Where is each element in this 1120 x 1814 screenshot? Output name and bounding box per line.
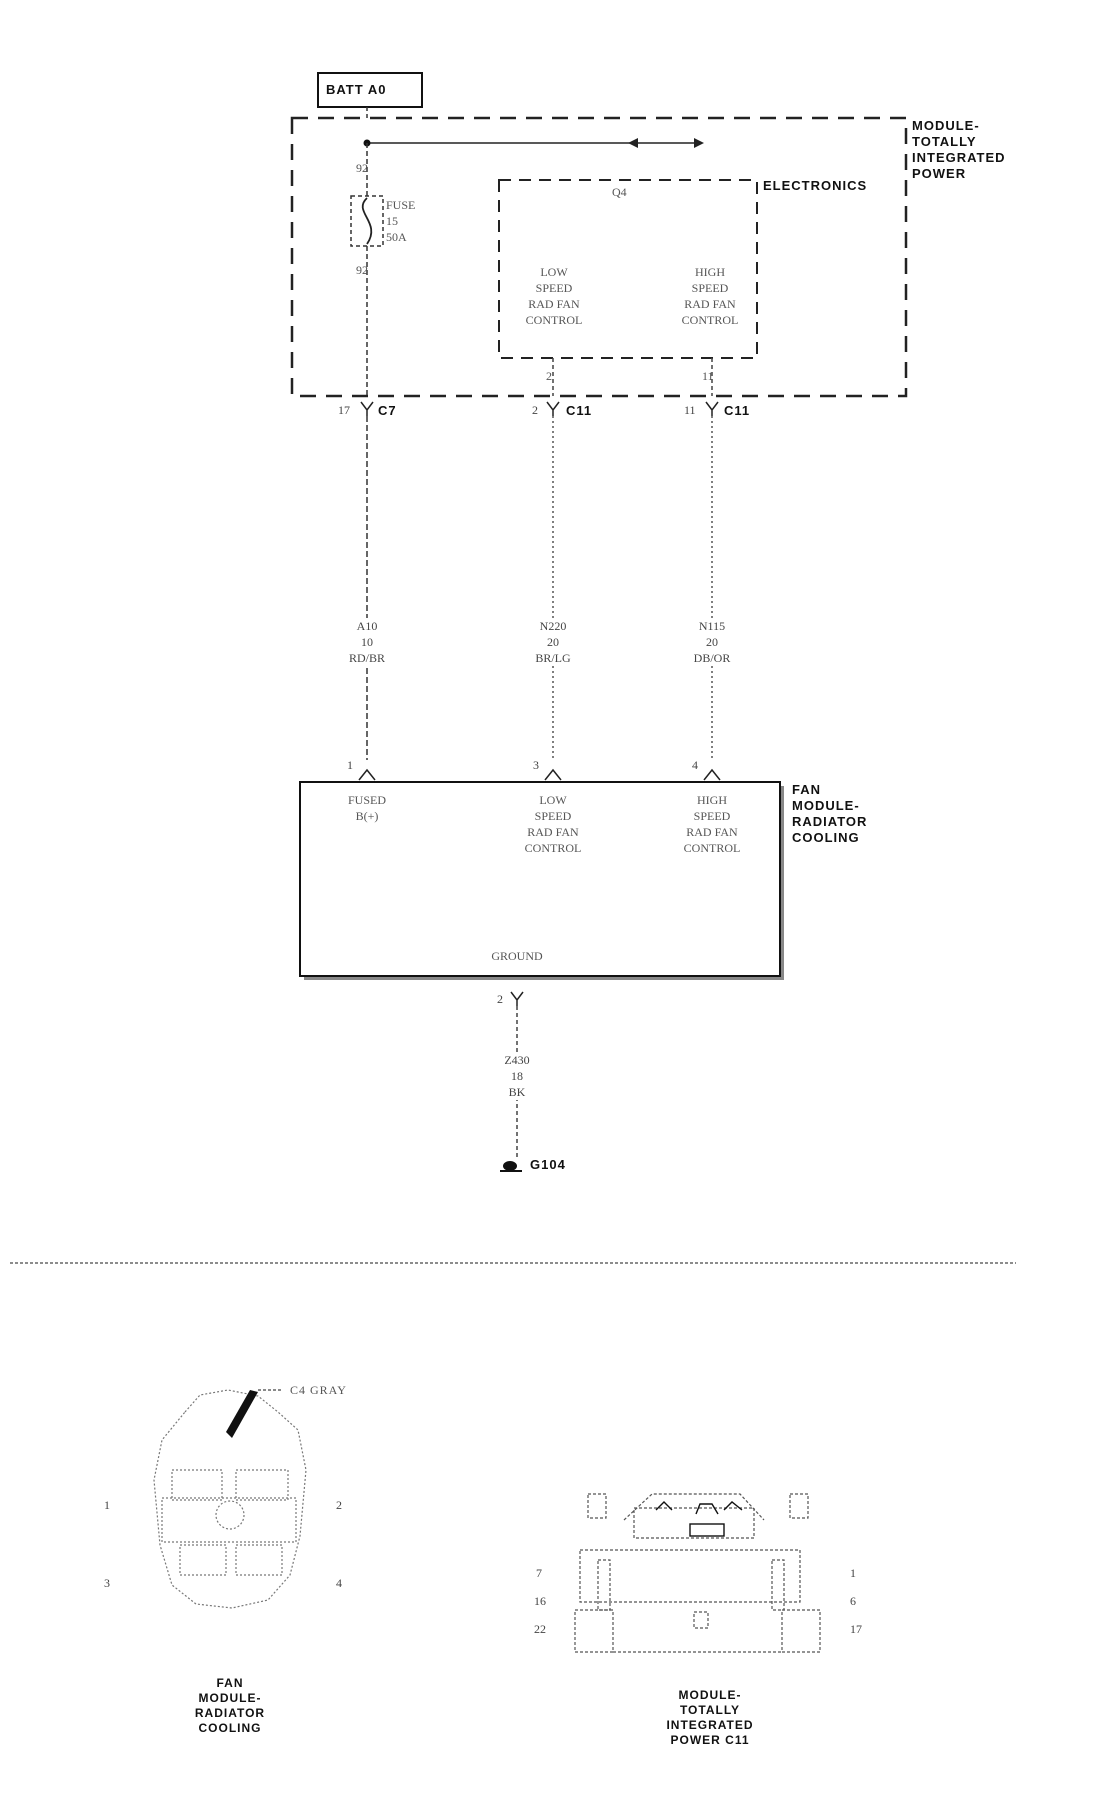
ground-connector-symbol xyxy=(510,991,524,1006)
fan-pin4-symbol xyxy=(703,768,721,781)
tipm-enclosure xyxy=(290,116,908,398)
fan-ground-pin: 2 xyxy=(497,992,503,1006)
connector-c11a-symbol xyxy=(546,401,560,416)
fan-connector-view xyxy=(153,1389,307,1609)
wire-n220-label: N220 20 BR/LG xyxy=(523,618,583,666)
fan-module-label: FAN MODULE- RADIATOR COOLING xyxy=(792,782,868,845)
tipm-view-caption: MODULE- TOTALLY INTEGRATED POWER C11 xyxy=(666,1688,754,1747)
fan-pin-4: 4 xyxy=(692,758,698,772)
tipm-view-right-pin-6: 6 xyxy=(850,1594,856,1608)
fuse-label: FUSE 15 50A xyxy=(386,198,416,244)
connector-c11b-symbol xyxy=(705,401,719,416)
connector-c11b-name: C11 xyxy=(724,403,751,418)
fan-view-callout: C4 GRAY xyxy=(290,1383,347,1397)
electronics-top-label: Q4 xyxy=(612,185,627,199)
fan-low-label: LOW SPEED RAD FAN CONTROL xyxy=(524,793,582,855)
ground-point-label: G104 xyxy=(530,1157,566,1172)
fan-pin3-symbol xyxy=(544,768,562,781)
fan-pin-1: 1 xyxy=(347,758,353,772)
bus-arrow-1 xyxy=(628,138,638,148)
fan-view-pin-2: 2 xyxy=(336,1498,342,1512)
electronics-box xyxy=(498,179,758,359)
fan-callout-arrow xyxy=(226,1390,258,1438)
tipm-connector-ribs xyxy=(655,1501,743,1537)
tipm-view-left-pin-22: 22 xyxy=(534,1622,546,1636)
fuse-element xyxy=(361,197,373,245)
ground-symbol xyxy=(503,1161,517,1171)
electronics-low-pin: 2 xyxy=(546,369,552,383)
connector-c11a-name: C11 xyxy=(566,403,593,418)
electronics-high-label: HIGH SPEED RAD FAN CONTROL xyxy=(681,265,739,327)
connector-c11a-pin: 2 xyxy=(532,403,538,417)
wire-z430-label: Z430 18 BK xyxy=(487,1052,547,1100)
tipm-label: MODULE- TOTALLY INTEGRATED POWER xyxy=(912,118,1006,181)
fuse-terminal-top: 92 xyxy=(356,161,368,175)
fan-view-pin-1: 1 xyxy=(104,1498,110,1512)
tipm-connector-view xyxy=(574,1493,821,1653)
wire-a10-label: A10 10 RD/BR xyxy=(337,618,397,666)
tipm-view-right-pin-17: 17 xyxy=(850,1622,862,1636)
connector-c7-name: C7 xyxy=(378,403,397,418)
electronics-low-label: LOW SPEED RAD FAN CONTROL xyxy=(525,265,583,327)
wire-n115-label: N115 20 DB/OR xyxy=(682,618,742,666)
fuse-body xyxy=(350,195,384,247)
batt-label: BATT A0 xyxy=(326,82,387,97)
fan-fused-label: FUSED B(+) xyxy=(347,793,386,823)
tipm-view-left-pin-16: 16 xyxy=(534,1594,546,1608)
electronics-high-pin: 11 xyxy=(702,369,714,383)
fan-high-label: HIGH SPEED RAD FAN CONTROL xyxy=(683,793,741,855)
tipm-view-right-pin-1: 1 xyxy=(850,1566,856,1580)
tipm-view-left-pin-7: 7 xyxy=(536,1566,542,1580)
electronics-label: ELECTRONICS xyxy=(763,178,868,193)
fan-view-pin-3: 3 xyxy=(104,1576,110,1590)
connector-c7-symbol xyxy=(360,401,374,416)
fan-pin1-symbol xyxy=(358,768,376,781)
fan-view-caption: FAN MODULE- RADIATOR COOLING xyxy=(194,1676,266,1735)
connector-c7-pin: 17 xyxy=(338,403,350,417)
fuse-terminal-bottom: 92 xyxy=(356,263,368,277)
fan-ground-label: GROUND xyxy=(491,949,543,963)
fan-module-box xyxy=(299,781,781,977)
bus-arrow-2 xyxy=(694,138,704,148)
batt-box xyxy=(317,72,423,108)
fan-pin-3: 3 xyxy=(533,758,539,772)
fan-view-pin-4: 4 xyxy=(336,1576,342,1590)
connector-c11b-pin: 11 xyxy=(684,403,696,417)
